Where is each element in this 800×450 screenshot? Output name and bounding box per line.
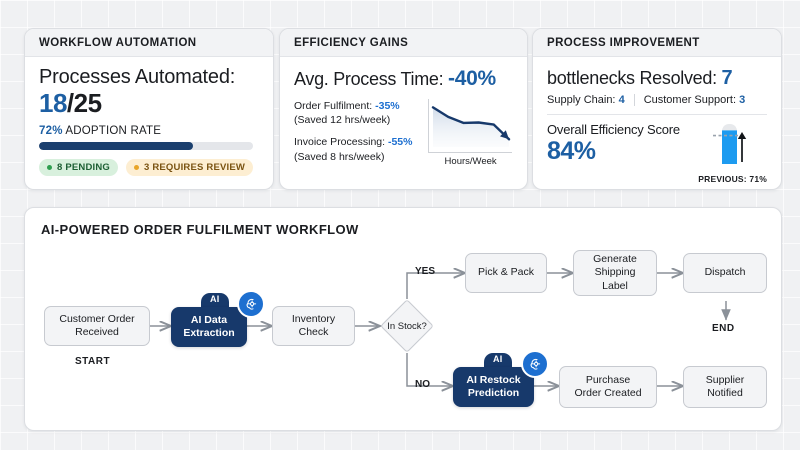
card-title: PROCESS IMPROVEMENT bbox=[547, 36, 700, 49]
workflow-panel-title: AI-POWERED ORDER FULFILMENT WORKFLOW bbox=[41, 222, 359, 237]
trend-line-chart-svg bbox=[431, 106, 511, 147]
previous-score-label: PREVIOUS: 71% bbox=[698, 174, 767, 184]
metric-note: (Saved 12 hrs/week) bbox=[294, 114, 391, 127]
trend-chart-caption: Hours/Week bbox=[444, 156, 497, 167]
ai-brain-icon bbox=[521, 350, 549, 378]
metric-invoice-processing: Invoice Processing: -55% (Saved 8 hrs/we… bbox=[294, 135, 424, 163]
avg-process-time-value: -40% bbox=[448, 67, 496, 90]
decision-label: In Stock? bbox=[387, 321, 427, 332]
card-workflow-automation: WORKFLOW AUTOMATION Processes Automated:… bbox=[24, 28, 274, 190]
card-process-improvement: PROCESS IMPROVEMENT bottlenecks Resolved… bbox=[532, 28, 782, 190]
processes-automated-label: Processes Automated: bbox=[39, 66, 236, 88]
status-dot-icon bbox=[47, 164, 52, 170]
card-body: Processes Automated: 18/25 72% ADOPTION … bbox=[25, 57, 273, 189]
efficiency-score-text: Overall Efficiency Score 84% bbox=[547, 122, 680, 166]
card-body: Avg. Process Time: -40% Order Fulfilment… bbox=[280, 57, 527, 189]
bottlenecks-label: bottlenecks Resolved: bbox=[547, 68, 717, 88]
stat-value: 3 bbox=[739, 94, 746, 106]
status-badge-label: 8 PENDING bbox=[57, 161, 111, 173]
avg-process-time-line: Avg. Process Time: -40% bbox=[294, 67, 513, 91]
avg-process-time-label: Avg. Process Time: bbox=[294, 69, 444, 89]
stat-label: Supply Chain: bbox=[547, 94, 616, 106]
adoption-rate-label: ADOPTION RATE bbox=[65, 124, 162, 137]
bottlenecks-resolved-line: bottlenecks Resolved: 7 bbox=[547, 67, 767, 90]
status-badge-group: 8 PENDING 3 REQUIRES REVIEW bbox=[39, 158, 259, 176]
bottleneck-breakdown: Supply Chain: 4 Customer Support: 3 bbox=[547, 94, 767, 106]
card-header: EFFICIENCY GAINS bbox=[280, 29, 527, 57]
metric-label: Order Fulfilment: bbox=[294, 100, 373, 112]
metric-order-fulfilment: Order Fulfilment: -35% (Saved 12 hrs/wee… bbox=[294, 99, 424, 127]
ai-brain-icon bbox=[237, 290, 265, 318]
efficiency-metric-list: Order Fulfilment: -35% (Saved 12 hrs/wee… bbox=[294, 99, 424, 172]
label-start: START bbox=[75, 356, 111, 367]
card-header: PROCESS IMPROVEMENT bbox=[533, 29, 781, 57]
efficiency-gauge-chart bbox=[713, 124, 747, 164]
status-badge-requires-review: 3 REQUIRES REVIEW bbox=[126, 158, 254, 176]
card-body: bottlenecks Resolved: 7 Supply Chain: 4 … bbox=[533, 57, 781, 189]
metric-label: Invoice Processing: bbox=[294, 136, 386, 149]
card-header: WORKFLOW AUTOMATION bbox=[25, 29, 273, 57]
adoption-percent: 72% bbox=[39, 124, 63, 137]
stat-value: 4 bbox=[618, 94, 625, 106]
metric-value: -35% bbox=[375, 100, 400, 112]
gauge-fill bbox=[722, 130, 737, 164]
node-dispatch[interactable]: Dispatch bbox=[683, 253, 767, 293]
adoption-progress-fill bbox=[39, 141, 194, 150]
processes-automated-value: 18/25 bbox=[39, 89, 259, 118]
node-label: Pick & Pack bbox=[477, 266, 535, 279]
efficiency-gauge-wrapper: PREVIOUS: 71% bbox=[689, 122, 767, 184]
status-badge-pending: 8 PENDING bbox=[39, 158, 119, 176]
trend-up-arrow-icon bbox=[737, 132, 747, 162]
ai-badge: AI bbox=[201, 293, 229, 307]
panel-ai-workflow: AI-POWERED ORDER FULFILMENT WORKFLOW bbox=[24, 207, 782, 431]
trend-chart-wrapper: Hours/Week bbox=[428, 99, 513, 172]
processes-completed: 18 bbox=[39, 88, 67, 118]
edge-label-yes: YES bbox=[415, 266, 436, 277]
node-label: Dispatch bbox=[704, 266, 746, 279]
ai-badge: AI bbox=[484, 353, 512, 367]
status-dot-icon bbox=[134, 164, 140, 170]
card-efficiency-gains: EFFICIENCY GAINS Avg. Process Time: -40%… bbox=[279, 28, 528, 190]
efficiency-score-label: Overall Efficiency Score bbox=[547, 122, 680, 137]
adoption-progress-bar bbox=[39, 141, 253, 150]
card-title: WORKFLOW AUTOMATION bbox=[39, 36, 197, 49]
status-badge-label: 3 REQUIRES REVIEW bbox=[144, 161, 246, 173]
metric-note: (Saved 8 hrs/week) bbox=[294, 150, 385, 163]
horizontal-divider bbox=[547, 114, 767, 115]
efficiency-score-value: 84% bbox=[547, 137, 596, 165]
adoption-rate-line: 72% ADOPTION RATE bbox=[39, 125, 259, 137]
card-title: EFFICIENCY GAINS bbox=[294, 36, 409, 49]
vertical-divider bbox=[633, 94, 635, 106]
stat-supply-chain: Supply Chain: 4 bbox=[547, 94, 625, 106]
node-pick-and-pack[interactable]: Pick & Pack bbox=[465, 253, 547, 293]
stat-label: Customer Support: bbox=[643, 94, 737, 106]
efficiency-details: Order Fulfilment: -35% (Saved 12 hrs/wee… bbox=[294, 99, 513, 172]
stat-customer-support: Customer Support: 3 bbox=[644, 94, 746, 106]
bottlenecks-value: 7 bbox=[721, 67, 733, 89]
edge-label-no: NO bbox=[415, 379, 430, 390]
label-end: END bbox=[712, 323, 735, 334]
processes-total: /25 bbox=[66, 88, 102, 118]
efficiency-score-section: Overall Efficiency Score 84% bbox=[547, 122, 767, 184]
trend-chart bbox=[428, 99, 513, 153]
metric-value: -55% bbox=[387, 136, 413, 149]
